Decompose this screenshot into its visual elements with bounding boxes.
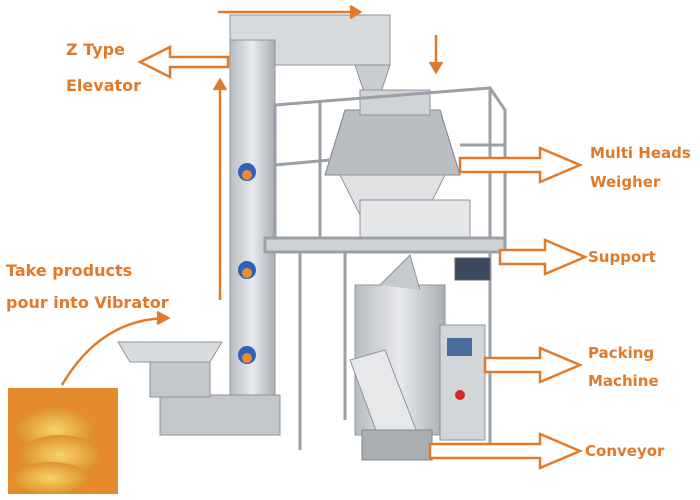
take-products-label-line1: Take products [6,261,133,280]
conveyor-arrow [428,432,584,470]
conveyor [349,349,433,461]
potato-chips-photo [8,388,118,494]
multi-heads-weigher [324,89,471,239]
weigher-arrow [458,146,584,184]
support-touchscreen [454,257,491,281]
support-label: Support [588,248,656,266]
sunchon-logo [238,163,256,364]
flow-arrows [60,4,444,386]
elevator-label-line1: Z Type [66,40,125,59]
elevator-label-line2: Elevator [66,76,142,95]
conveyor-label: Conveyor [585,442,665,460]
support-platform [263,86,507,450]
elevator-arrow [137,44,230,80]
vibrator-hopper [117,341,223,398]
packing-label-line1: Packing [588,344,655,362]
take-products-label-line2: pour into Vibrator [6,293,169,312]
packing-arrow [483,346,584,384]
packing-label-line2: Machine [588,372,659,390]
weigher-label-line2: Weigher [590,173,661,191]
z-type-elevator [159,14,391,436]
support-arrow [498,238,589,276]
label-block-arrows [137,44,589,470]
weigher-label-line1: Multi Heads [590,144,691,162]
